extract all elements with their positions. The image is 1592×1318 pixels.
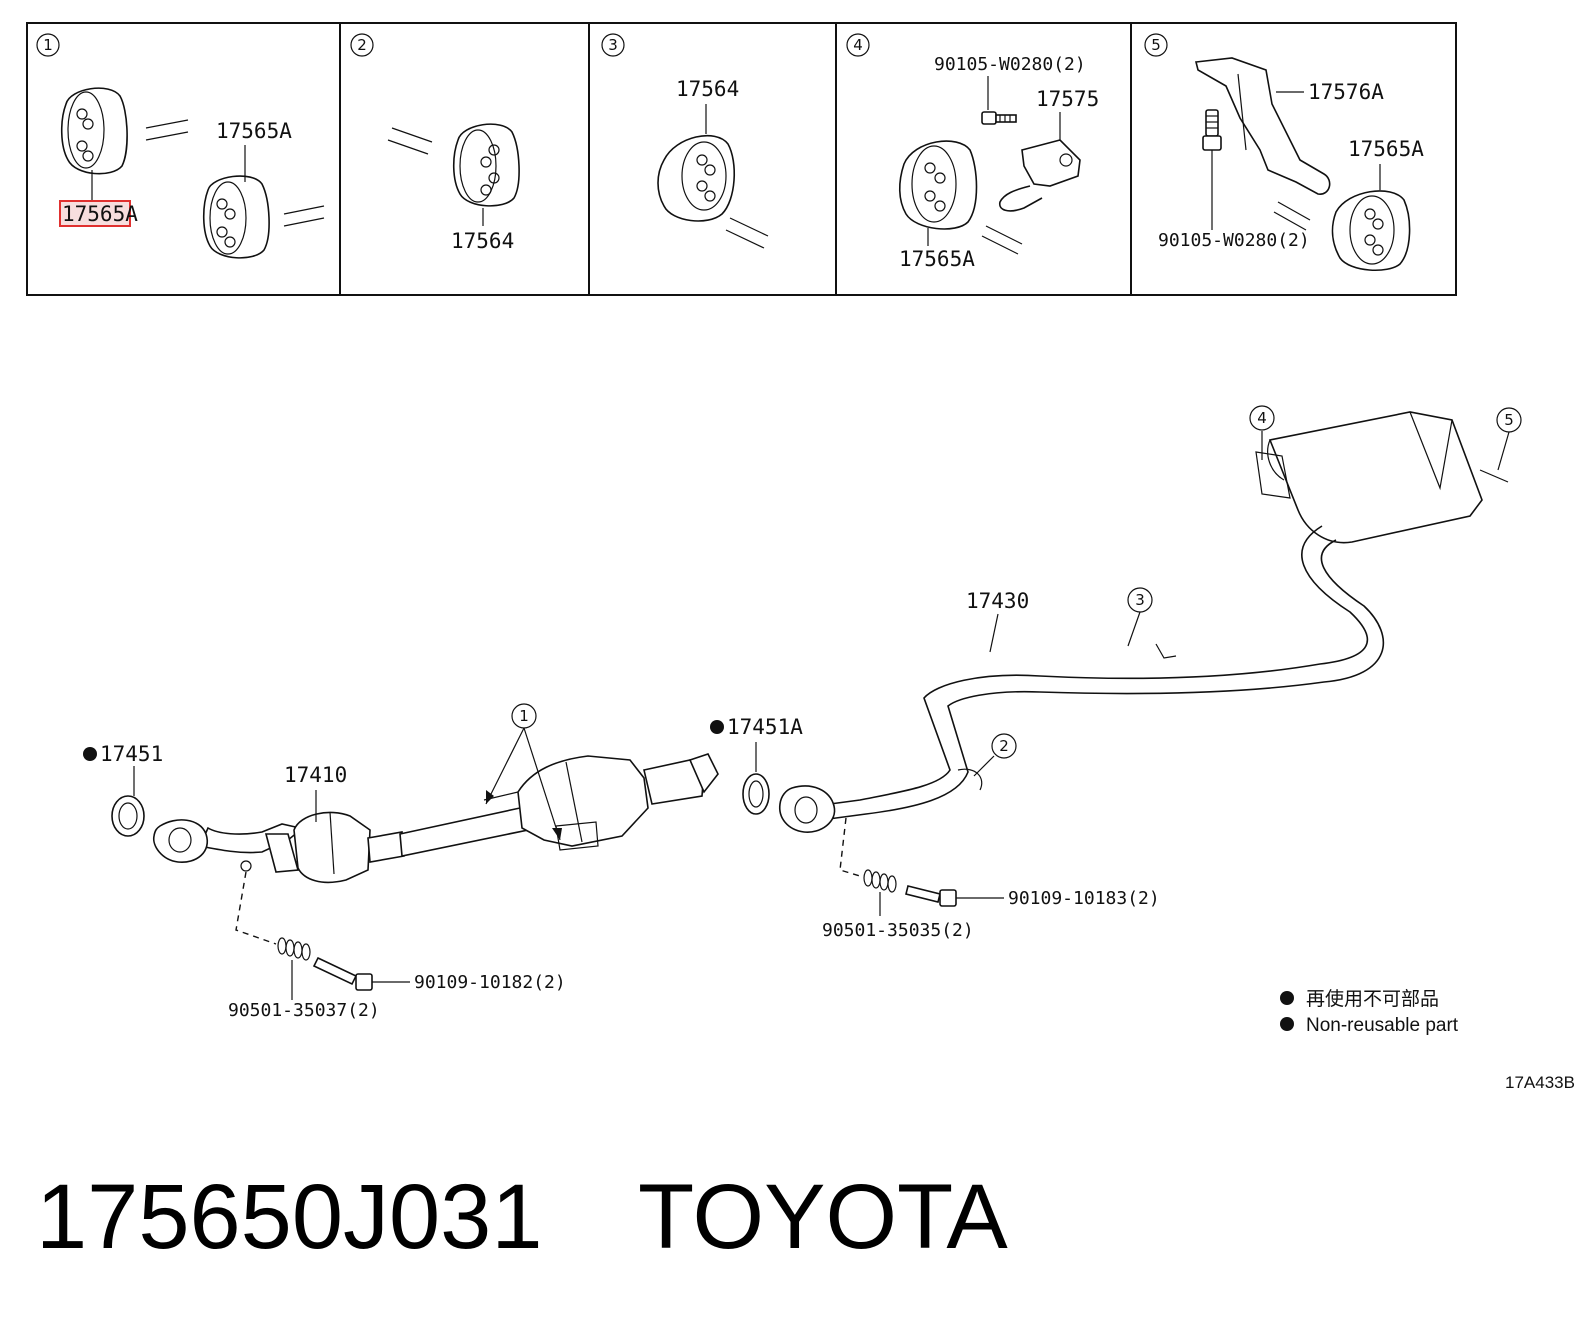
label-17565A-panel5[interactable]: 17565A [1348, 137, 1424, 161]
label-90501-35035[interactable]: 90501-35035(2) [822, 920, 974, 941]
panel-number-1: 1 [36, 33, 60, 57]
callout-3-text: 3 [1135, 591, 1145, 609]
pin-1a [145, 119, 189, 141]
label-90109-10182[interactable]: 90109-10182(2) [414, 972, 566, 993]
callout-1-text: 1 [519, 707, 529, 725]
label-17430[interactable]: 17430 [966, 589, 1029, 613]
panel-number-3-text: 3 [608, 36, 618, 54]
panel-2: 2 17564 [350, 33, 520, 253]
label-17565A-highlighted[interactable]: 17565A [62, 202, 138, 226]
label-90105-W0280-panel4[interactable]: 90105-W0280(2) [934, 54, 1086, 75]
spring-90501-35037[interactable] [277, 937, 311, 961]
pin-3 [725, 217, 769, 249]
front-flange[interactable] [153, 819, 252, 872]
label-17565A-panel1-top[interactable]: 17565A [216, 119, 292, 143]
pin-4 [981, 225, 1023, 255]
label-17564-panel2[interactable]: 17564 [451, 229, 514, 253]
panel-5: 5 17576A 90105-W0280(2) 17565A [1144, 33, 1424, 272]
callout-4[interactable]: 4 [1249, 405, 1275, 431]
rubber-hanger-1b[interactable] [202, 175, 270, 259]
pin-1b [283, 205, 325, 227]
panel-number-5-text: 5 [1151, 36, 1161, 54]
panel-number-2-text: 2 [357, 36, 367, 54]
panel-number-2: 2 [350, 33, 374, 57]
muffler-17430[interactable] [1255, 411, 1483, 544]
legend-bullet-jp [1280, 991, 1294, 1005]
panel-3: 3 17564 [601, 33, 769, 249]
label-17564-panel3[interactable]: 17564 [676, 77, 739, 101]
footer-part-number: 175650J031 [36, 1166, 543, 1268]
legend-jp-text: 再使用不可部品 [1306, 988, 1439, 1010]
highlight-box [59, 200, 131, 227]
legend-bullet-en [1280, 1017, 1294, 1031]
spring-90501-35035[interactable] [863, 869, 897, 893]
callout-3[interactable]: 3 [1127, 587, 1153, 613]
legend: 再使用不可部品 Non-reusable part [1280, 988, 1459, 1036]
rear-flange[interactable] [779, 785, 836, 833]
footer-brand: TOYOTA [638, 1166, 1008, 1268]
bullet-17451A [710, 720, 724, 734]
callout-2[interactable]: 2 [991, 733, 1017, 759]
bracket-17575[interactable] [999, 139, 1081, 212]
panel-4: 4 90105-W0280(2) 17575 17565A [846, 33, 1099, 271]
illustration-code: 17A433B [1505, 1073, 1575, 1092]
label-17451A[interactable]: 17451A [727, 715, 803, 739]
panel-number-1-text: 1 [43, 36, 53, 54]
callout-5-text: 5 [1504, 411, 1514, 429]
converter-pipe-17410[interactable] [198, 753, 719, 884]
callout-1[interactable]: 1 [511, 703, 537, 729]
legend-en-text: Non-reusable part [1306, 1015, 1459, 1036]
bullet-17451 [83, 747, 97, 761]
bolt-90105-panel4[interactable] [981, 111, 1017, 125]
bracket-17576A[interactable] [1195, 57, 1331, 195]
panel-number-3: 3 [601, 33, 625, 57]
callout-5[interactable]: 5 [1496, 407, 1522, 433]
main-assembly: 4 5 3 2 1 [83, 405, 1522, 1021]
rubber-hanger-2[interactable] [452, 123, 520, 207]
callout-2-text: 2 [999, 737, 1009, 755]
rubber-hanger-1a[interactable] [60, 87, 128, 175]
label-17410[interactable]: 17410 [284, 763, 347, 787]
detail-panels [26, 22, 1457, 296]
gasket-17451A[interactable] [742, 773, 770, 815]
label-90501-35037[interactable]: 90501-35037(2) [228, 1000, 380, 1021]
label-17575[interactable]: 17575 [1036, 87, 1099, 111]
label-17565A-panel4[interactable]: 17565A [899, 247, 975, 271]
panels-frame [26, 22, 1457, 296]
panel-1: 1 17565A 17565A [36, 33, 325, 259]
bolt-90105-panel5[interactable] [1202, 109, 1222, 151]
rubber-hanger-4[interactable] [898, 140, 978, 230]
label-17576A[interactable]: 17576A [1308, 80, 1384, 104]
bolt-90109-10182[interactable] [312, 956, 373, 991]
rubber-hanger-3[interactable] [657, 135, 736, 222]
bolt-90109-10183[interactable] [905, 885, 957, 907]
gasket-17451[interactable] [111, 795, 145, 837]
panel-number-4-text: 4 [853, 36, 863, 54]
panel-number-5: 5 [1144, 33, 1168, 57]
pin-5 [1273, 201, 1311, 231]
panel-number-4: 4 [846, 33, 870, 57]
pin-2 [387, 127, 433, 155]
rubber-hanger-5[interactable] [1331, 190, 1411, 272]
label-90105-W0280-panel5[interactable]: 90105-W0280(2) [1158, 230, 1310, 251]
label-17451[interactable]: 17451 [100, 742, 163, 766]
callout-4-text: 4 [1257, 409, 1267, 427]
label-90109-10183[interactable]: 90109-10183(2) [1008, 888, 1160, 909]
